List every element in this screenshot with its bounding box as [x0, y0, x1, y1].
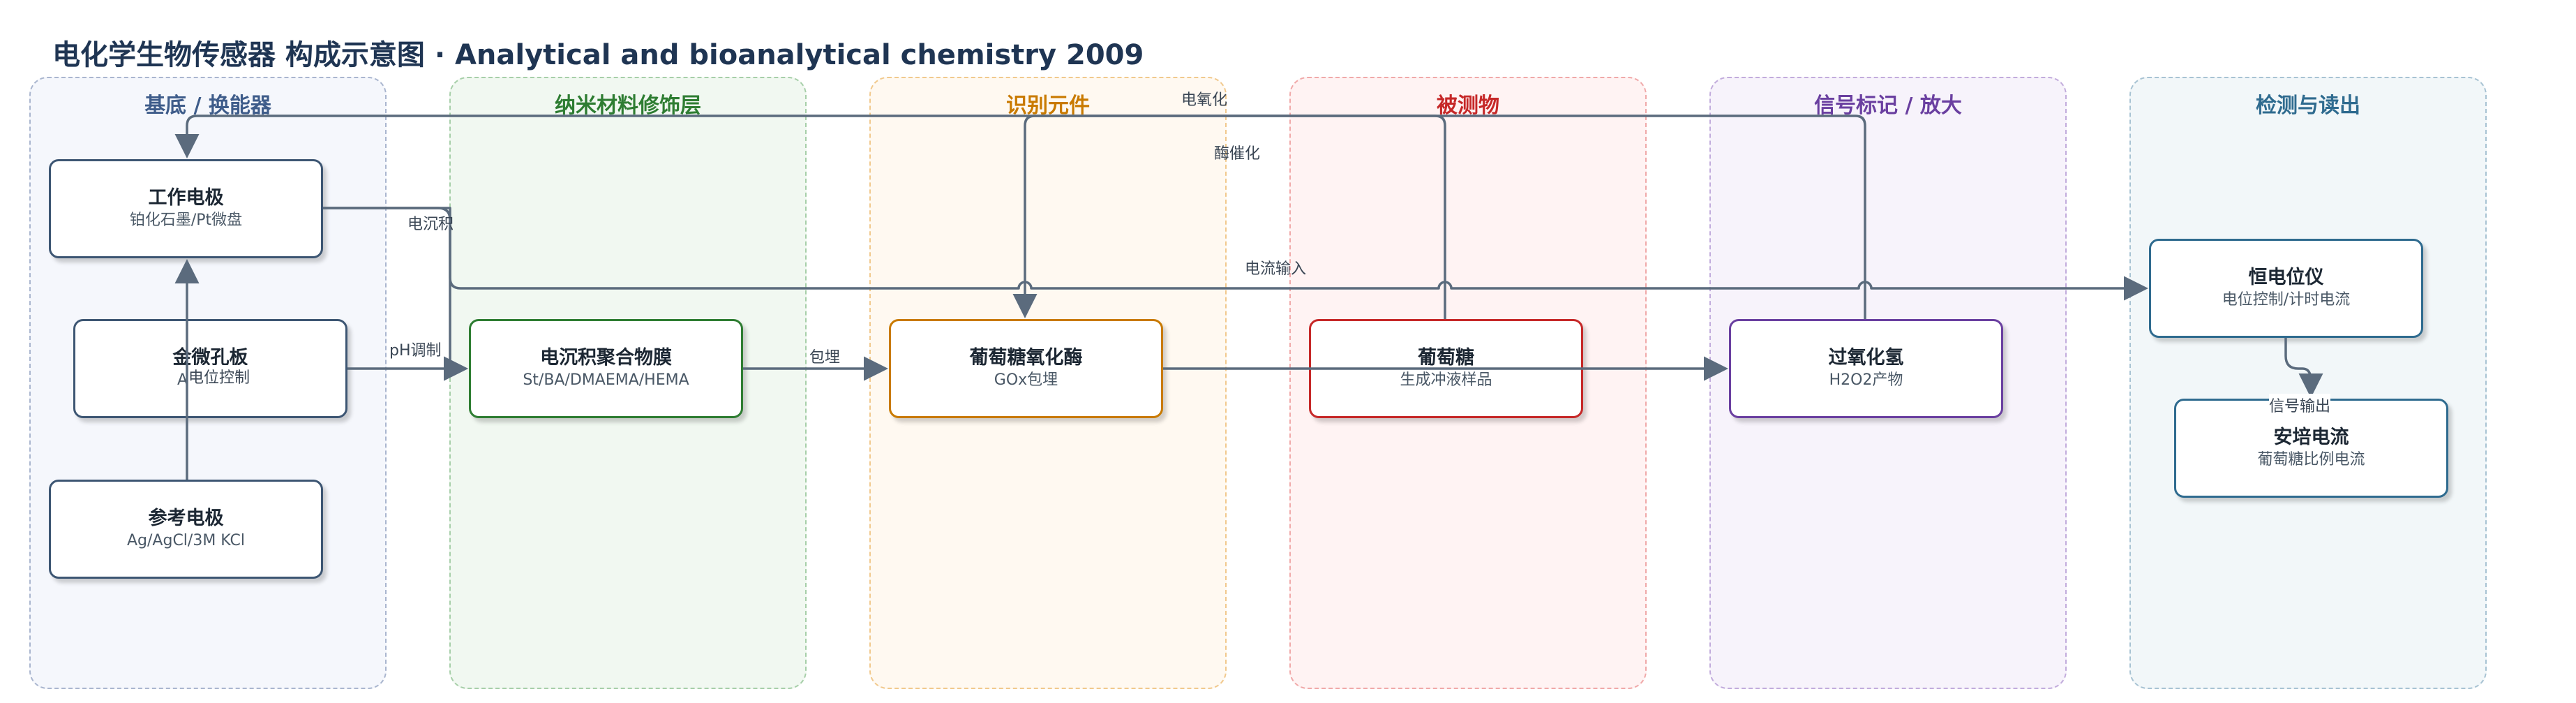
edge-glucose-to-gox — [1012, 114, 1446, 319]
lane-title-analyte: 被测物 — [1437, 94, 1499, 118]
lane-title-substrate: 基底 / 换能器 — [144, 94, 271, 118]
lane-title-nanomaterial: 纳米材料修饰层 — [555, 94, 701, 118]
lane-title-signal: 信号标记 / 放大 — [1814, 94, 1962, 118]
edge-label-potential-control: 电位控制 — [188, 365, 250, 387]
node-working-electrode[interactable]: 工作电极 铂化石墨/Pt微盘 — [49, 159, 323, 258]
node-title: 工作电极 — [148, 187, 224, 209]
node-subtitle: 生成冲液样品 — [1400, 371, 1492, 389]
node-polymer-film[interactable]: 电沉积聚合物膜 St/BA/DMAEMA/HEMA — [469, 319, 743, 418]
edge-label-enzyme-catalysis: 酶催化 — [1214, 145, 1261, 163]
node-potentiostat[interactable]: 恒电位仪 电位控制/计时电流 — [2149, 239, 2423, 338]
node-title: 葡萄糖氧化酶 — [969, 347, 1083, 369]
node-title: 参考电极 — [148, 508, 224, 529]
node-subtitle: 电位控制/计时电流 — [2222, 291, 2351, 309]
edge-potentiostat-to-amperometric — [2284, 338, 2323, 398]
node-subtitle: H2O2产物 — [1829, 371, 1903, 389]
node-reference-electrode[interactable]: 参考电极 Ag/AgCl/3M KCl — [49, 480, 323, 579]
edge-label-entrapment: 包埋 — [809, 349, 841, 367]
node-subtitle: 铂化石墨/Pt微盘 — [129, 212, 243, 229]
edge-label-electro-oxidation: 电氧化 — [1181, 91, 1228, 109]
node-title: 电沉积聚合物膜 — [540, 347, 672, 369]
edge-h2o2-to-working — [174, 114, 1866, 319]
edge-label-current-input: 电流输入 — [1245, 260, 1307, 278]
edge-working-to-potentiostat — [323, 207, 2148, 301]
node-hydrogen-peroxide[interactable]: 过氧化氢 H2O2产物 — [1729, 319, 2003, 418]
edge-label-signal-output: 信号输出 — [2269, 394, 2331, 416]
edge-label-electrodeposition: 电沉积 — [407, 216, 454, 233]
node-title: 葡萄糖 — [1418, 347, 1474, 369]
node-subtitle: St/BA/DMAEMA/HEMA — [523, 371, 689, 389]
edge-label-ph-modulation: pH调制 — [389, 342, 442, 360]
node-subtitle: Ag/AgCl/3M KCl — [127, 532, 245, 549]
page-title: 电化学生物传感器 构成示意图 · Analytical and bioanaly… — [52, 39, 1144, 71]
node-title: 恒电位仪 — [2248, 267, 2324, 288]
node-title: 过氧化氢 — [1828, 347, 1904, 369]
node-glucose-oxidase[interactable]: 葡萄糖氧化酶 GOx包埋 — [889, 319, 1163, 418]
lane-title-detection: 检测与读出 — [2256, 94, 2360, 118]
node-subtitle: 葡萄糖比例电流 — [2257, 451, 2365, 468]
node-subtitle: GOx包埋 — [994, 371, 1058, 389]
node-title: 金微孔板 — [172, 347, 248, 369]
node-title: 安培电流 — [2273, 427, 2349, 448]
lane-title-recognition: 识别元件 — [1006, 94, 1090, 118]
